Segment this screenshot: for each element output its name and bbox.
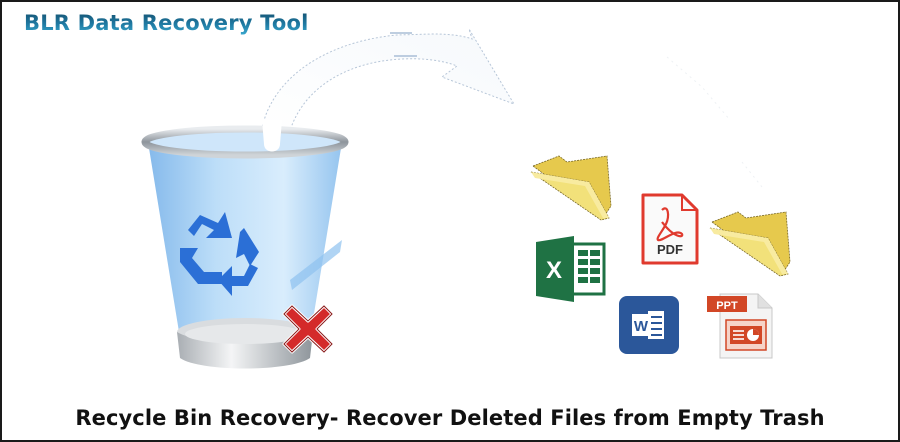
- ppt-label: PPT: [716, 300, 738, 312]
- folder-icon: [530, 155, 612, 221]
- pdf-file-icon: PDF: [641, 193, 699, 265]
- brand-title: BLR Data Recovery Tool: [24, 11, 309, 35]
- banner-caption: Recycle Bin Recovery- Recover Deleted Fi…: [75, 406, 825, 430]
- pdf-label: PDF: [657, 242, 683, 257]
- recycle-symbol-icon: [180, 212, 259, 296]
- excel-label: X: [546, 257, 562, 284]
- folder-icon: [709, 211, 791, 277]
- word-file-icon: W: [619, 296, 679, 354]
- recycle-bin-icon: [141, 120, 349, 369]
- excel-file-icon: X: [536, 236, 606, 302]
- word-label: W: [634, 318, 649, 335]
- delete-x-icon: [282, 304, 334, 354]
- curved-arrow-icon: [259, 28, 763, 188]
- ppt-file-icon: PPT: [707, 293, 773, 359]
